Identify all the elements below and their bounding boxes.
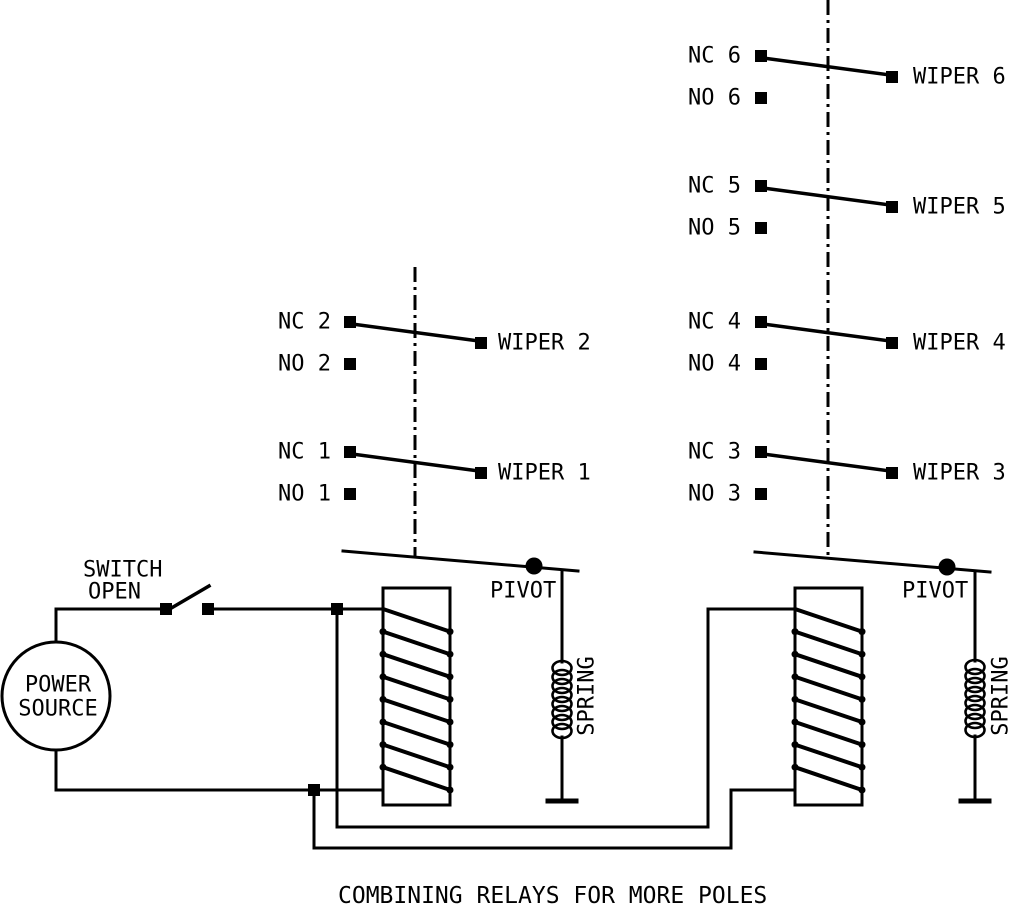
switch-blade — [165, 583, 212, 613]
no-contact-terminal — [344, 488, 356, 500]
nc-label: NC 1 — [278, 440, 331, 465]
wiper-terminal — [886, 337, 898, 349]
no-label: NO 3 — [688, 482, 741, 507]
wiper-label: WIPER 6 — [913, 65, 1006, 90]
right-relay-pole-4: NC 4 NO 4 WIPER 4 — [688, 310, 1006, 377]
nc-contact-terminal — [755, 316, 767, 328]
left-pivot-label: PIVOT — [490, 579, 556, 604]
left-spring-label: SPRING — [575, 656, 600, 735]
nc-label: NC 3 — [688, 440, 741, 465]
wiper-arm — [761, 186, 892, 207]
left-coil — [377, 586, 456, 807]
wiper-label: WIPER 2 — [498, 331, 591, 356]
nc-label: NC 5 — [688, 174, 741, 199]
wiper-terminal — [475, 467, 487, 479]
nc-contact-terminal — [755, 180, 767, 192]
junction-node-a — [331, 603, 343, 615]
nc-label: NC 6 — [688, 44, 741, 69]
nc-contact-terminal — [344, 446, 356, 458]
wire-source-to-switch — [54, 607, 162, 644]
switch-contact-right — [202, 603, 214, 615]
left-relay: PIVOT SPRING NC 2 NO 2 WIPER 2 NC 1 NO 1 — [278, 267, 600, 807]
wiper-terminal — [886, 467, 898, 479]
no-contact-terminal — [755, 92, 767, 104]
power-source-label-line1: POWER — [25, 673, 92, 698]
wiper-arm — [761, 322, 892, 343]
wiper-label: WIPER 3 — [913, 461, 1006, 486]
left-armature — [341, 549, 580, 573]
left-relay-pole-1: NC 1 NO 1 WIPER 1 — [278, 440, 591, 507]
junction-node-b — [308, 784, 320, 796]
wiper-arm — [761, 452, 892, 473]
right-spring: SPRING — [958, 570, 1012, 804]
right-pivot-label: PIVOT — [902, 579, 968, 604]
switch-label-line1: SWITCH — [83, 558, 162, 583]
right-spring-label: SPRING — [989, 656, 1012, 735]
nc-label: NC 4 — [688, 310, 741, 335]
wiper-label: WIPER 5 — [913, 195, 1006, 220]
wiper-terminal — [886, 71, 898, 83]
switch-label-line2: OPEN — [88, 580, 141, 605]
no-contact-terminal — [755, 358, 767, 370]
nc-contact-terminal — [755, 50, 767, 62]
right-relay: PIVOT SPRING NC 6 NO 6 WIPER 6 NC 5 NO 5 — [688, 0, 1012, 807]
wiper-arm — [761, 56, 892, 77]
wiper-label: WIPER 4 — [913, 331, 1006, 356]
no-label: NO 2 — [278, 352, 331, 377]
nc-contact-terminal — [755, 446, 767, 458]
no-label: NO 4 — [688, 352, 741, 377]
left-pivot — [525, 557, 543, 575]
no-label: NO 6 — [688, 86, 741, 111]
left-relay-pole-2: NC 2 NO 2 WIPER 2 — [278, 310, 591, 377]
wiper-label: WIPER 1 — [498, 461, 591, 486]
wiper-arm — [350, 452, 481, 473]
switch-contact-left — [160, 603, 172, 615]
diagram-title: COMBINING RELAYS FOR MORE POLES — [338, 883, 767, 909]
right-coil — [789, 586, 868, 807]
wire-node-b-to-coil2-bottom — [312, 788, 797, 850]
wiring — [54, 603, 797, 850]
no-contact-terminal — [755, 488, 767, 500]
right-relay-pole-3: NC 3 NO 3 WIPER 3 — [688, 440, 1006, 507]
no-label: NO 1 — [278, 482, 331, 507]
right-relay-pole-5: NC 5 NO 5 WIPER 5 — [688, 174, 1006, 241]
wiper-arm — [350, 322, 481, 343]
power-source: POWER SOURCE — [0, 640, 112, 752]
nc-label: NC 2 — [278, 310, 331, 335]
no-contact-terminal — [344, 358, 356, 370]
no-contact-terminal — [755, 222, 767, 234]
no-label: NO 5 — [688, 216, 741, 241]
nc-contact-terminal — [344, 316, 356, 328]
wire-source-to-coil1-bottom — [54, 748, 385, 792]
left-spring: SPRING — [545, 569, 600, 804]
power-source-label-line2: SOURCE — [18, 697, 97, 722]
wiper-terminal — [475, 337, 487, 349]
wire-node-a-to-coil2-top — [335, 607, 797, 829]
right-relay-pole-6: NC 6 NO 6 WIPER 6 — [688, 44, 1006, 111]
switch-open: SWITCH OPEN — [83, 558, 214, 615]
right-pivot — [938, 558, 956, 576]
wiper-terminal — [886, 201, 898, 213]
